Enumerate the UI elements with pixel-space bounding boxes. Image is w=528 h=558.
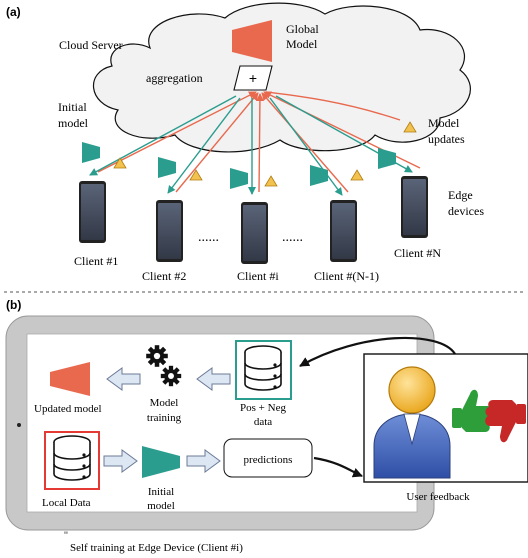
- model-training-label-line1: Model: [150, 397, 179, 409]
- update-triangles: [113, 121, 417, 187]
- panel-b-tag: (b): [6, 298, 21, 312]
- aggregation-box: [233, 65, 273, 91]
- pos-neg-label-line1: Pos + Neg: [240, 402, 286, 414]
- block-arrows-top: [106, 367, 231, 391]
- local-data-label: Local Data: [42, 497, 91, 509]
- aggregation-label: aggregation: [146, 71, 203, 85]
- initial-model-icon: [142, 446, 180, 478]
- predictions-label: predictions: [244, 454, 293, 466]
- feedback-arrow-to-data: [299, 336, 456, 367]
- pos-neg-database-icon: [244, 345, 282, 391]
- phone-n-1: [330, 200, 357, 262]
- thumbs-up-icon: [452, 389, 493, 432]
- client-label-2: Client #2: [142, 269, 186, 283]
- cloud-server-shape: [93, 2, 471, 153]
- thumbs-down-icon: [485, 400, 526, 443]
- panel-a-tag: (a): [6, 5, 21, 19]
- updated-model-icon: [50, 362, 90, 396]
- client-label-i: Client #i: [237, 269, 279, 283]
- global-model-label-line2: Model: [286, 37, 318, 51]
- tablet-bottom-mark: ": [64, 530, 68, 542]
- client-label-1: Client #1: [74, 254, 118, 268]
- client-models: [82, 142, 396, 189]
- client-label-n: Client #N: [394, 246, 441, 260]
- model-training-label-line2: training: [147, 412, 182, 424]
- edge-devices-label-line1: Edge: [448, 188, 473, 202]
- block-arrows-bottom: [103, 449, 221, 473]
- phone-n: [401, 176, 428, 238]
- edge-devices-label-line2: devices: [448, 204, 484, 218]
- aggregation-plus: +: [249, 70, 257, 86]
- initial-model-label-line2: model: [58, 116, 89, 130]
- local-database-icon: [53, 435, 91, 481]
- client-label-n-1: Client #(N-1): [314, 269, 379, 283]
- ellipsis-right: ......: [282, 230, 303, 245]
- ellipsis-left: ......: [198, 230, 219, 245]
- global-model-label-line1: Global: [286, 22, 319, 36]
- updated-model-label: Updated model: [34, 403, 102, 415]
- global-model-icon: [232, 20, 272, 62]
- tablet-camera: [17, 423, 21, 427]
- phone-2: [156, 200, 183, 262]
- user-feedback-label: User feedback: [406, 491, 470, 503]
- pos-neg-label-line2: data: [254, 416, 272, 428]
- phone-1: [79, 181, 106, 243]
- predictions-arrow-to-user: [313, 456, 363, 478]
- predictions-box: [223, 438, 313, 478]
- client-devices: [79, 176, 428, 264]
- model-updates-label-line1: Model: [428, 116, 460, 130]
- user-avatar-icon: [373, 366, 451, 479]
- cloud-server-label: Cloud Server: [59, 38, 123, 52]
- download-arrows: [89, 95, 413, 196]
- initial-model-label-line1-b: Initial: [148, 486, 174, 498]
- panel-b-caption: Self training at Edge Device (Client #i): [70, 542, 243, 554]
- initial-model-label-line1: Initial: [58, 100, 87, 114]
- initial-model-label-line2-b: model: [147, 500, 175, 512]
- phone-i: [241, 202, 268, 264]
- model-updates-label-line2: updates: [428, 132, 465, 146]
